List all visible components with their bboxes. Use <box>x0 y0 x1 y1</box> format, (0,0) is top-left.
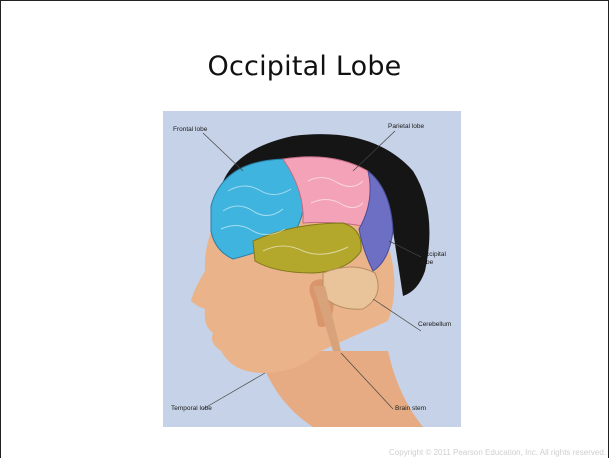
brain-lobes-illustration: Frontal lobe Parietal lobe Occipital lob… <box>163 111 461 427</box>
label-temporal-lobe: Temporal lobe <box>171 405 212 413</box>
label-cerebellum: Cerebellum <box>418 321 451 329</box>
label-occipital-lobe-line2: lobe <box>421 259 433 267</box>
label-frontal-lobe: Frontal lobe <box>173 126 207 134</box>
label-parietal-lobe: Parietal lobe <box>388 123 424 131</box>
label-brain-stem: Brain stem <box>395 405 426 413</box>
head-illustration <box>163 111 461 427</box>
copyright-notice: Copyright © 2011 Pearson Education, Inc.… <box>389 448 606 457</box>
label-occipital-lobe-line1: Occipital <box>421 251 446 259</box>
slide-title: Occipital Lobe <box>1 51 608 82</box>
cerebellum <box>323 267 378 309</box>
